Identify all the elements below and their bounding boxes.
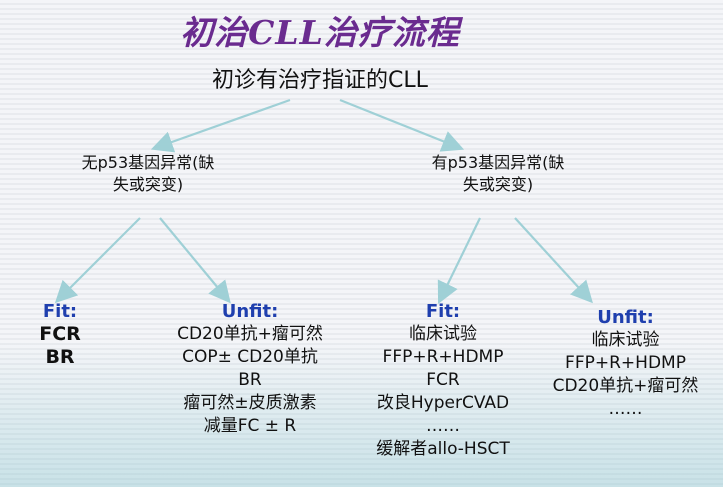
arrow-root-to-branch-left <box>150 98 291 153</box>
leaf-item: …… <box>608 399 643 419</box>
leaf-head: Fit: <box>425 301 461 322</box>
leaf-item: BR <box>238 370 262 390</box>
leaf-item: FCR <box>426 370 460 390</box>
arrow-left-to-unfit <box>159 217 231 304</box>
arrow-right-to-unfit <box>514 217 593 304</box>
branch-line: 失或突变) <box>112 175 184 194</box>
leaf-item: 减量FC ± R <box>203 416 297 436</box>
leaf-head: Unfit: <box>597 307 654 328</box>
leaf-item: …… <box>426 416 460 436</box>
leaf-item: 改良HyperCVAD <box>376 393 510 413</box>
leaf-item: 临床试验 <box>591 330 660 350</box>
leaf-item: BR <box>45 346 75 368</box>
leaf-item: 缓解者allo-HSCT <box>376 439 510 459</box>
leaf-item: CD20单抗+瘤可然 <box>552 376 699 396</box>
root-node: 初诊有治疗指证的CLL <box>212 68 428 93</box>
leaf-head: Fit: <box>42 301 78 322</box>
branch-line: 有p53基因异常(缺 <box>431 153 565 172</box>
arrow-left-to-fit <box>54 217 141 304</box>
page-title: 初治CLL治疗流程 <box>180 13 460 52</box>
leaf-p53-unfit: Unfit: 临床试验 FFP+R+HDMP CD20单抗+瘤可然 …… <box>533 306 718 421</box>
leaf-item: FCR <box>39 323 81 345</box>
leaf-item: CD20单抗+瘤可然 <box>177 324 323 344</box>
leaf-item: FFP+R+HDMP <box>382 347 504 367</box>
leaf-p53-fit: Fit: 临床试验 FFP+R+HDMP FCR 改良HyperCVAD …… … <box>348 300 538 461</box>
branch-line: 无p53基因异常(缺 <box>81 153 215 172</box>
leaf-item: FFP+R+HDMP <box>565 353 686 373</box>
leaf-item: 瘤可然±皮质激素 <box>183 393 317 413</box>
branch-line: 失或突变) <box>462 175 534 194</box>
arrow-root-to-branch-right <box>339 98 465 152</box>
branch-no-p53: 无p53基因异常(缺 失或突变) <box>48 152 248 196</box>
leaf-no-p53-unfit: Unfit: CD20单抗+瘤可然 COP± CD20单抗 BR 瘤可然±皮质激… <box>150 300 350 438</box>
leaf-no-p53-fit: Fit: FCR BR <box>10 300 110 369</box>
leaf-head: Unfit: <box>221 301 279 322</box>
branch-p53: 有p53基因异常(缺 失或突变) <box>398 152 598 196</box>
leaf-item: COP± CD20单抗 <box>182 347 318 367</box>
leaf-item: 临床试验 <box>409 324 477 344</box>
arrow-right-to-fit <box>437 217 481 304</box>
